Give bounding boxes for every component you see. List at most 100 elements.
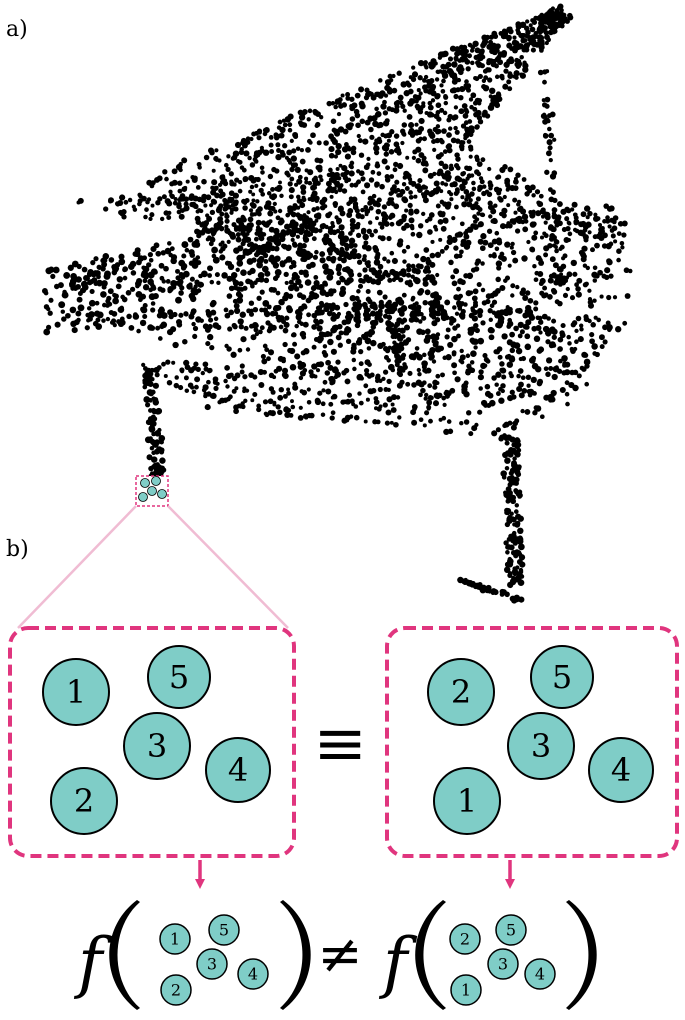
point bbox=[383, 151, 389, 157]
point bbox=[148, 216, 153, 222]
point bbox=[521, 255, 528, 262]
point bbox=[451, 61, 458, 68]
point bbox=[502, 433, 507, 438]
point bbox=[481, 184, 487, 189]
point bbox=[382, 99, 387, 105]
point bbox=[292, 162, 299, 168]
point bbox=[571, 201, 578, 208]
point bbox=[273, 132, 279, 138]
point bbox=[121, 214, 127, 220]
point bbox=[294, 182, 299, 187]
point bbox=[499, 251, 505, 257]
point bbox=[478, 386, 483, 391]
point bbox=[349, 217, 356, 224]
point bbox=[352, 243, 358, 248]
point bbox=[273, 245, 280, 252]
point bbox=[101, 280, 108, 287]
point bbox=[469, 360, 475, 365]
point bbox=[127, 197, 133, 203]
point bbox=[430, 239, 435, 244]
point bbox=[193, 284, 198, 289]
point bbox=[335, 228, 341, 234]
point bbox=[533, 300, 539, 306]
zoom-point bbox=[140, 478, 150, 488]
point bbox=[435, 380, 440, 386]
point bbox=[323, 233, 330, 240]
point bbox=[449, 387, 456, 394]
point bbox=[375, 419, 381, 425]
point bbox=[418, 319, 423, 324]
point bbox=[543, 394, 550, 401]
point bbox=[313, 274, 319, 280]
point bbox=[178, 213, 185, 220]
point bbox=[408, 190, 413, 195]
point bbox=[497, 311, 502, 316]
point bbox=[219, 211, 225, 217]
point bbox=[325, 388, 332, 395]
point bbox=[377, 121, 384, 128]
point bbox=[584, 381, 590, 387]
point bbox=[427, 383, 433, 389]
point bbox=[458, 94, 464, 101]
point bbox=[491, 310, 497, 315]
point bbox=[468, 97, 474, 102]
point bbox=[125, 289, 132, 296]
point bbox=[506, 79, 512, 85]
point bbox=[562, 253, 568, 259]
point bbox=[368, 220, 373, 225]
point bbox=[281, 372, 288, 378]
point bbox=[167, 288, 173, 294]
point bbox=[370, 94, 377, 101]
point bbox=[358, 152, 365, 158]
point bbox=[399, 346, 404, 351]
point bbox=[422, 197, 429, 204]
point bbox=[468, 198, 473, 203]
point bbox=[160, 311, 166, 317]
point bbox=[562, 292, 569, 298]
point bbox=[564, 369, 571, 376]
point bbox=[613, 239, 618, 244]
point bbox=[226, 204, 232, 210]
point bbox=[572, 271, 578, 277]
point bbox=[513, 70, 520, 77]
point bbox=[519, 72, 527, 79]
right-node-2-label: 2 bbox=[451, 673, 471, 711]
point bbox=[185, 179, 190, 184]
point bbox=[323, 332, 328, 338]
point bbox=[427, 172, 434, 179]
point bbox=[330, 302, 336, 308]
point bbox=[463, 107, 469, 113]
point bbox=[418, 125, 425, 132]
point bbox=[519, 54, 524, 60]
point bbox=[96, 264, 102, 270]
point bbox=[559, 332, 566, 339]
point bbox=[544, 34, 549, 40]
point bbox=[487, 200, 493, 206]
point bbox=[142, 313, 148, 320]
right-node-4-circle bbox=[588, 737, 654, 803]
point bbox=[231, 388, 237, 394]
point bbox=[344, 142, 349, 147]
point bbox=[504, 275, 511, 281]
point bbox=[565, 225, 571, 232]
point bbox=[360, 176, 366, 182]
point bbox=[481, 78, 487, 83]
right-node-3-label: 3 bbox=[531, 727, 551, 765]
point bbox=[309, 196, 316, 202]
point bbox=[479, 245, 486, 252]
point bbox=[519, 561, 526, 568]
point bbox=[242, 248, 249, 255]
point bbox=[143, 273, 149, 280]
point bbox=[440, 51, 446, 57]
point bbox=[539, 414, 545, 420]
point bbox=[537, 69, 544, 76]
point bbox=[296, 227, 302, 234]
point bbox=[378, 299, 384, 305]
point bbox=[567, 341, 572, 346]
point bbox=[477, 238, 484, 245]
point bbox=[549, 256, 556, 263]
point bbox=[424, 65, 429, 70]
point bbox=[523, 42, 530, 50]
point bbox=[296, 178, 303, 185]
point bbox=[348, 271, 355, 278]
